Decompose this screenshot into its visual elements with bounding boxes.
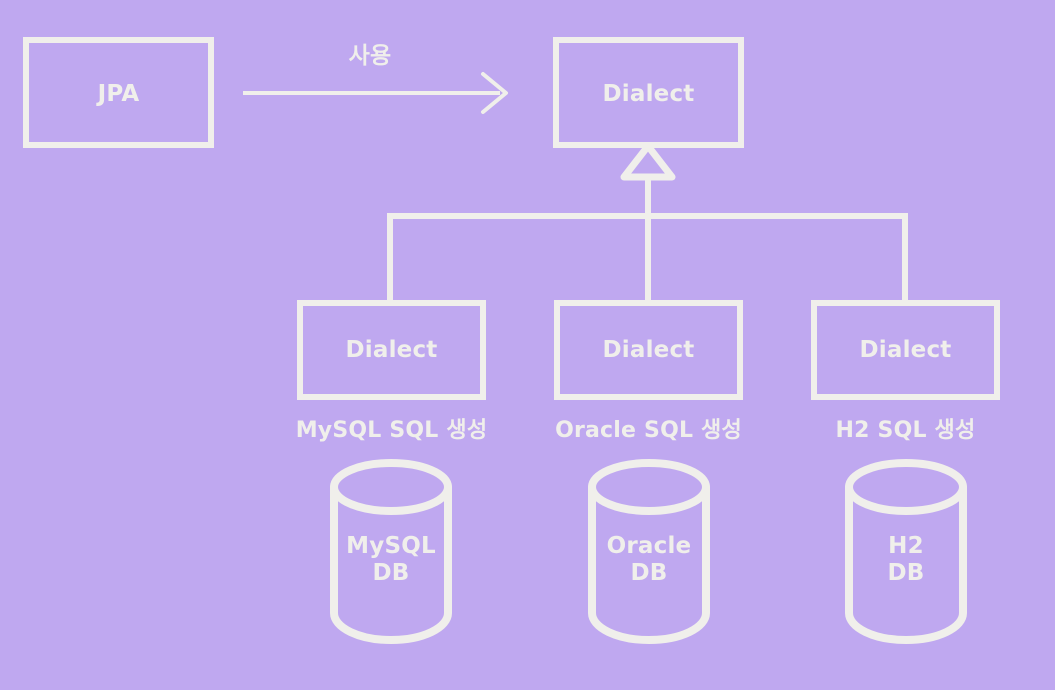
jpa-box-label: JPA bbox=[97, 81, 140, 107]
caption-mysql: MySQL SQL 생성 bbox=[295, 418, 488, 443]
uses-arrow-head-icon bbox=[481, 72, 508, 114]
dialect-mysql-label: Dialect bbox=[345, 337, 438, 363]
caption-oracle: Oracle SQL 생성 bbox=[555, 418, 742, 443]
database-oracle-label: Oracle DB bbox=[606, 533, 692, 586]
dialect-h2-label: Dialect bbox=[859, 337, 952, 363]
dialect-root-label: Dialect bbox=[602, 81, 695, 107]
dialect-oracle-label: Dialect bbox=[602, 337, 695, 363]
database-mysql-label: MySQL DB bbox=[346, 533, 436, 586]
caption-h2: H2 SQL 생성 bbox=[835, 418, 976, 443]
database-h2-label: H2 DB bbox=[887, 533, 925, 586]
inheritance-triangle-icon bbox=[620, 142, 676, 181]
uses-edge-label: 사용 bbox=[348, 43, 392, 69]
